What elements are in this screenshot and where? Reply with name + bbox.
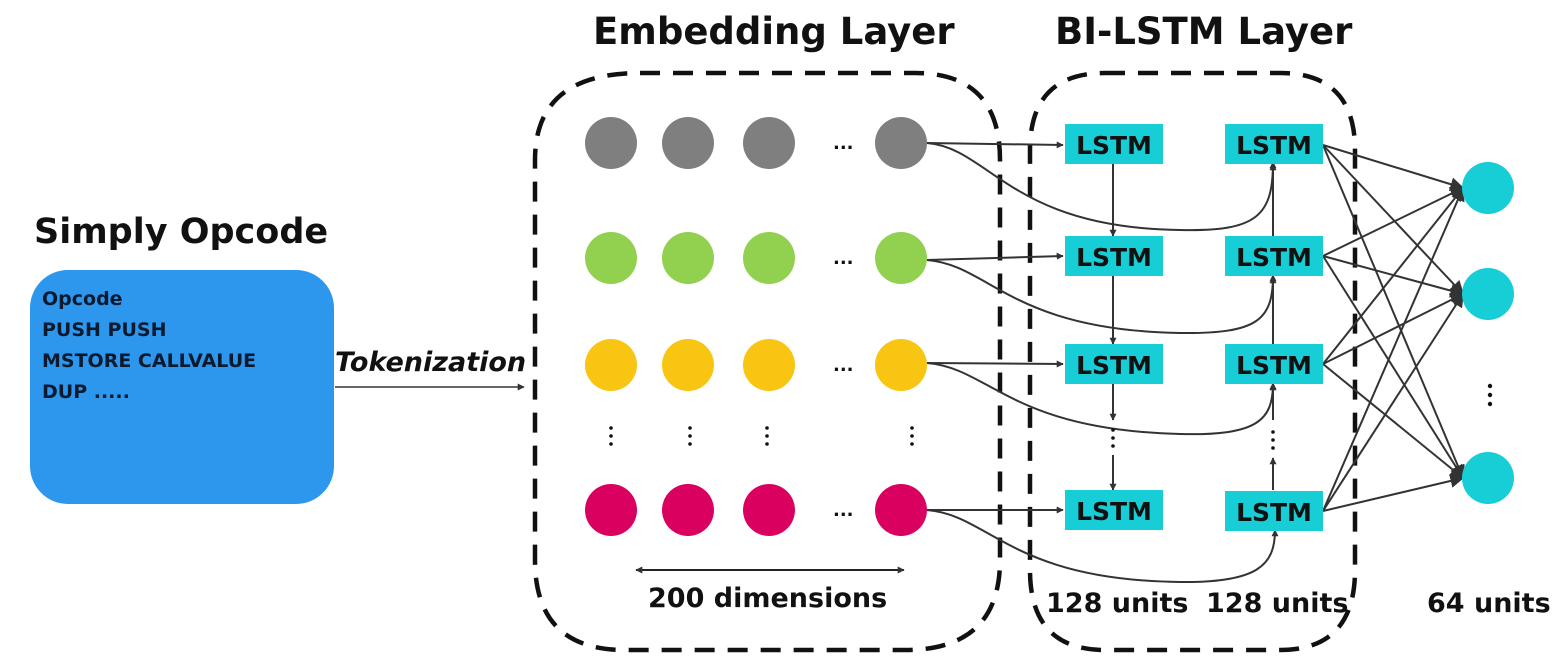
svg-text:LSTM: LSTM xyxy=(1076,497,1152,526)
embedding-node-row2 xyxy=(743,232,795,284)
embedding-to-backward-lstm-arrow xyxy=(926,142,1277,232)
embedding-node-row2 xyxy=(585,232,637,284)
embedding-node-row4 xyxy=(585,484,637,536)
lstm-cell-backward: LSTM xyxy=(1225,124,1323,164)
output-node xyxy=(1462,268,1514,320)
svg-text:LSTM: LSTM xyxy=(1076,131,1152,160)
embedding-to-backward-lstm-arrow xyxy=(926,259,1277,335)
vertical-ellipsis xyxy=(609,426,914,446)
embedding-node-row1 xyxy=(662,117,714,169)
svg-text:LSTM: LSTM xyxy=(1236,498,1312,527)
embedding-node-row3 xyxy=(662,339,714,391)
embedding-node-row3 xyxy=(585,339,637,391)
forward-units-label: 128 units xyxy=(1046,588,1189,619)
opcode-line: MSTORE CALLVALUE xyxy=(42,350,257,372)
embedding-to-lstm-arrow xyxy=(926,141,1064,149)
opcode-box: Opcode PUSH PUSH MSTORE CALLVALUE DUP ..… xyxy=(30,270,334,504)
simply-opcode-title: Simply Opcode xyxy=(34,212,329,252)
embedding-node-row2 xyxy=(875,232,927,284)
embedding-node-row3 xyxy=(875,339,927,391)
svg-text:LSTM: LSTM xyxy=(1236,131,1312,160)
svg-text:LSTM: LSTM xyxy=(1076,351,1152,380)
embedding-node-row2 xyxy=(662,232,714,284)
lstm-cell-forward: LSTM xyxy=(1065,124,1163,164)
row-ellipsis: ... xyxy=(833,355,854,376)
opcode-line: Opcode xyxy=(42,288,123,310)
bilstm-layer-title: BI-LSTM Layer xyxy=(1055,10,1353,53)
row-ellipsis: ... xyxy=(833,500,854,521)
embedding-node-row4 xyxy=(743,484,795,536)
opcode-text: Opcode PUSH PUSH MSTORE CALLVALUE DUP ..… xyxy=(42,284,256,408)
lstm-cell-backward: LSTM xyxy=(1225,236,1323,276)
embedding-to-lstm-arrow xyxy=(926,360,1064,368)
embedding-to-backward-lstm-arrow xyxy=(926,362,1277,436)
lstm-cell-backward: LSTM xyxy=(1225,344,1323,384)
embedding-node-row4 xyxy=(662,484,714,536)
opcode-line: DUP ..... xyxy=(42,381,130,403)
opcode-line: PUSH PUSH xyxy=(42,319,167,341)
row-ellipsis: ... xyxy=(833,133,854,154)
embedding-layer-frame xyxy=(532,70,1003,653)
vertical-ellipsis xyxy=(1487,383,1493,407)
output-node xyxy=(1462,162,1514,214)
embedding-node-row3 xyxy=(743,339,795,391)
svg-text:LSTM: LSTM xyxy=(1236,243,1312,272)
embedding-layer-title: Embedding Layer xyxy=(593,10,955,53)
lstm-cell-forward: LSTM xyxy=(1065,490,1163,530)
dimensions-label: 200 dimensions xyxy=(648,583,888,614)
embedding-to-lstm-arrow xyxy=(926,252,1064,261)
bilstm-layer-frame xyxy=(1027,70,1358,653)
embedding-node-row1 xyxy=(585,117,637,169)
embedding-node-row4 xyxy=(875,484,927,536)
embedding-node-row1 xyxy=(743,117,795,169)
output-units-label: 64 units xyxy=(1427,588,1551,619)
vertical-ellipsis xyxy=(1111,428,1275,450)
lstm-cell-backward: LSTM xyxy=(1225,491,1323,531)
row-ellipsis: ... xyxy=(833,248,854,269)
lstm-cell-forward: LSTM xyxy=(1065,236,1163,276)
lstm-cell-forward: LSTM xyxy=(1065,344,1163,384)
svg-text:LSTM: LSTM xyxy=(1076,243,1152,272)
dense-connections xyxy=(1322,144,1465,512)
backward-units-label: 128 units xyxy=(1206,588,1349,619)
embedding-node-row1 xyxy=(875,117,927,169)
output-node xyxy=(1462,452,1514,504)
svg-text:LSTM: LSTM xyxy=(1236,351,1312,380)
embedding-to-backward-lstm-arrow xyxy=(926,509,1279,584)
tokenization-label: Tokenization xyxy=(335,347,527,378)
